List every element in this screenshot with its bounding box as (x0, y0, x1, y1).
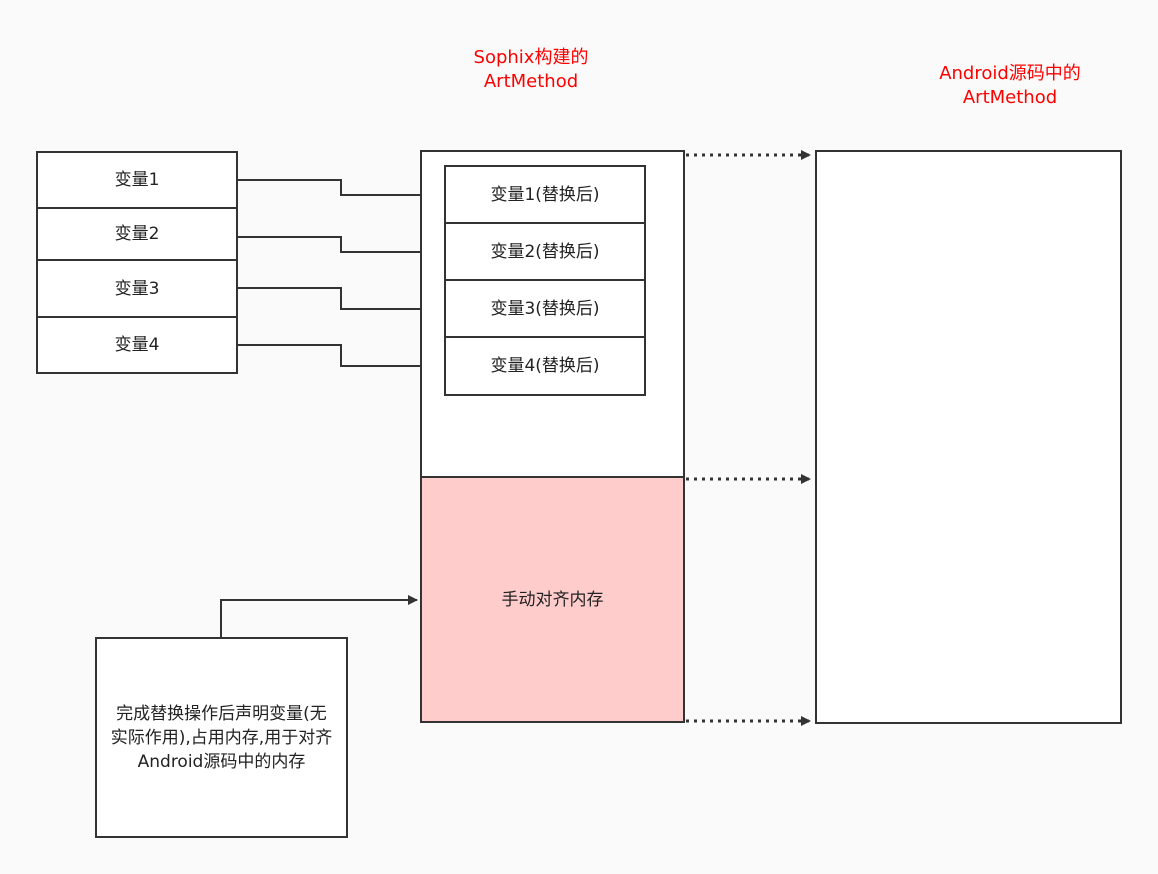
left-var-box-3: 变量3 (36, 259, 238, 318)
inner-var-box-3: 变量3(替换后) (444, 279, 646, 338)
left-var-label: 变量4 (114, 335, 160, 355)
note-text: 完成替换操作后声明变量(无实际作用),占用内存,用于对齐Android源码中的内… (110, 703, 333, 772)
android-title: Android源码中的 ArtMethod (939, 63, 1081, 108)
inner-var-box-4: 变量4(替换后) (444, 336, 646, 396)
connector-var2 (237, 236, 442, 257)
left-var-label: 变量2 (114, 224, 160, 244)
left-var-box-1: 变量1 (36, 151, 238, 209)
inner-var-box-2: 变量2(替换后) (444, 222, 646, 281)
left-var-label: 变量1 (114, 170, 160, 190)
connector-var1 (237, 179, 442, 200)
inner-var-label: 变量2(替换后) (490, 241, 600, 262)
connector-note (220, 595, 418, 638)
note-box: 完成替换操作后声明变量(无实际作用),占用内存,用于对齐Android源码中的内… (95, 637, 348, 838)
inner-var-box-1: 变量1(替换后) (444, 165, 646, 224)
left-var-label: 变量3 (114, 278, 160, 299)
connector-var4 (237, 344, 442, 371)
android-artmethod-box (815, 150, 1122, 724)
padding-memory-box: 手动对齐内存 (420, 476, 685, 723)
left-var-box-2: 变量2 (36, 207, 238, 261)
connector-var3 (237, 287, 442, 314)
inner-var-label: 变量1(替换后) (490, 184, 600, 205)
inner-var-label: 变量4(替换后) (490, 356, 600, 376)
inner-var-label: 变量3(替换后) (490, 298, 600, 319)
left-var-box-4: 变量4 (36, 316, 238, 374)
padding-memory-label: 手动对齐内存 (501, 589, 604, 610)
sophix-title: Sophix构建的 ArtMethod (473, 47, 589, 92)
